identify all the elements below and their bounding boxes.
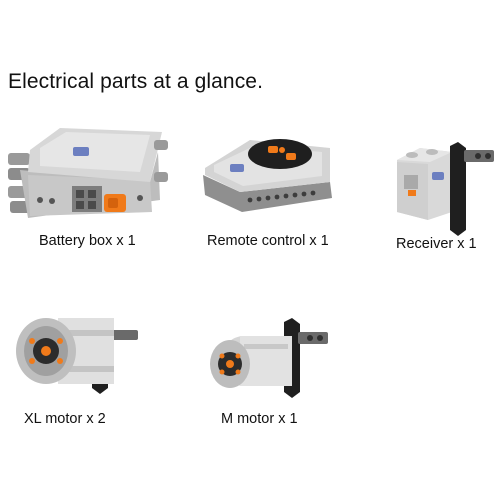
battery-box-caption: Battery box x 1	[39, 233, 136, 249]
xl-motor-caption: XL motor x 2	[24, 411, 106, 427]
m-motor-caption: M motor x 1	[221, 411, 298, 427]
page-heading: Electrical parts at a glance.	[8, 70, 264, 93]
remote-control-caption: Remote control x 1	[207, 233, 329, 249]
receiver-caption: Receiver x 1	[396, 236, 477, 252]
